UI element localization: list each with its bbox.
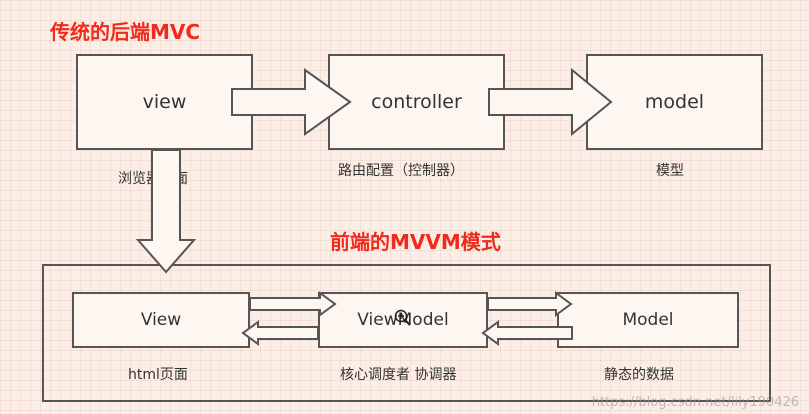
mvvm-view-box: View (72, 292, 250, 348)
mvc-view-box: view (76, 54, 253, 150)
arrow-viewmodel-to-view (241, 320, 319, 346)
mvvm-model-box: Model (557, 292, 739, 348)
mvc-model-label: model (644, 91, 705, 113)
mvc-model-box: model (586, 54, 763, 150)
mvc-controller-label: controller (371, 91, 462, 113)
arrow-view-down (135, 149, 197, 274)
mvc-view-label: view (142, 91, 187, 113)
mvvm-view-label: View (140, 310, 182, 330)
watermark: https://blog.csdn.net/lily190426 (591, 395, 799, 410)
mvc-controller-caption: 路由配置（控制器） (338, 163, 464, 179)
arrow-viewmodel-to-model (487, 291, 573, 317)
zoom-in-icon[interactable] (394, 309, 412, 327)
arrow-view-to-viewmodel (249, 291, 337, 317)
mvc-title: 传统的后端MVC (50, 20, 201, 44)
arrow-controller-to-model (488, 67, 613, 137)
mvc-model-caption: 模型 (656, 163, 684, 179)
mvvm-container (42, 264, 771, 402)
mvvm-viewmodel-box: ViewModel (318, 292, 488, 348)
arrow-model-to-viewmodel (481, 320, 573, 346)
mvvm-view-caption: html页面 (128, 367, 188, 383)
mvvm-viewmodel-label: ViewModel (357, 310, 449, 330)
arrow-view-to-controller (231, 68, 352, 136)
mvvm-viewmodel-caption: 核心调度者 协调器 (340, 367, 457, 383)
mvvm-model-caption: 静态的数据 (604, 367, 674, 383)
mvvm-title: 前端的MVVM模式 (330, 230, 501, 254)
mvvm-model-label: Model (622, 310, 674, 330)
